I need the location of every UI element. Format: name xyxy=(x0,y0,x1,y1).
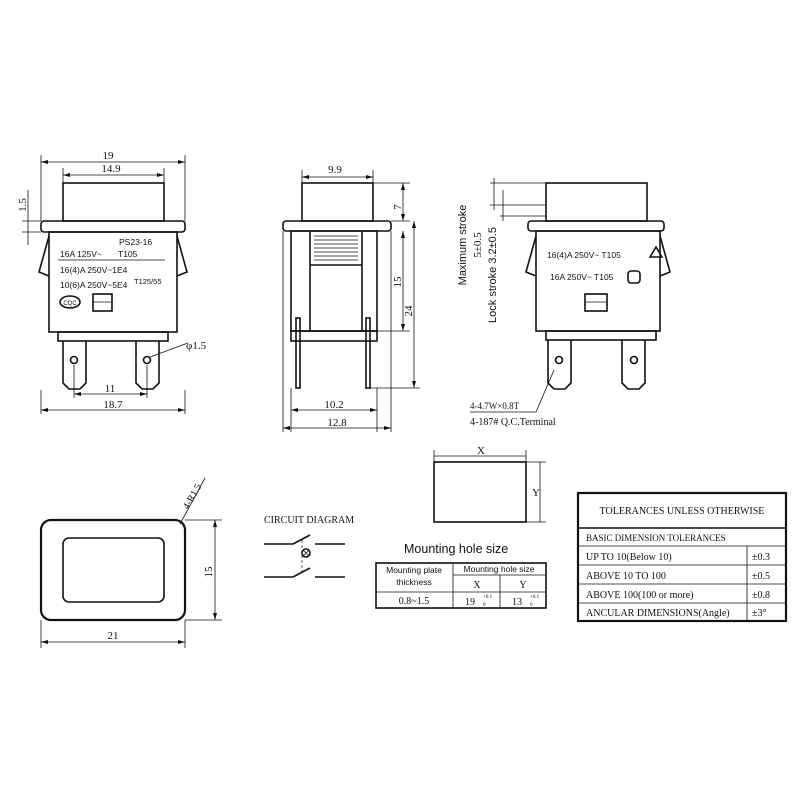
outline-view: 4-R1.5 15 21 xyxy=(39,477,222,648)
mounting-col-x: X xyxy=(473,580,481,591)
hole-y-label: Y xyxy=(532,487,540,499)
mounting-val-y: 13 xyxy=(512,597,522,608)
front-button-cap xyxy=(62,182,165,222)
cqc-logo-text: CQC xyxy=(63,301,77,307)
front-rating-1: 16A 125V~ xyxy=(60,249,102,259)
dim-front-11: 11 xyxy=(105,383,116,395)
side-button-cap xyxy=(301,182,374,222)
side-flange xyxy=(282,220,392,232)
side-pin-left xyxy=(295,317,301,389)
right-window xyxy=(584,293,608,312)
dim-side-10-2: 10.2 xyxy=(324,399,343,411)
tolerance-row-value: ±0.3 xyxy=(752,552,770,563)
dim-side-15: 15 xyxy=(392,276,404,288)
dim-outline-radius: 4-R1.5 xyxy=(181,482,204,511)
front-flange xyxy=(40,220,186,233)
mounting-val-plate: 0.8~1.5 xyxy=(399,596,429,607)
tolerance-row-value: ±3° xyxy=(752,608,767,619)
front-terminal-hole-right xyxy=(142,355,152,365)
front-rating-2: 16(4)A 250V~1E4 xyxy=(60,265,128,275)
hole-rect xyxy=(433,461,527,523)
dim-outline-15: 15 xyxy=(203,566,215,578)
mounting-val-x-tol2: 0 xyxy=(483,603,486,608)
front-window xyxy=(92,293,113,312)
mounting-val-y-tol2: 0 xyxy=(530,603,533,608)
front-view: CQC PS23-16 16A 125V~ T105 16(4)A 250V~1… xyxy=(17,150,207,414)
front-right-clip xyxy=(176,235,188,277)
circuit-lamp-icon xyxy=(301,548,311,558)
terminal-spec-2: 4-187# Q.C.Terminal xyxy=(470,417,556,428)
right-base xyxy=(545,330,657,341)
tolerance-title: TOLERANCES UNLESS OTHERWISE xyxy=(600,506,765,517)
side-base xyxy=(290,330,378,342)
tolerance-row-label: ABOVE 10 TO 100 xyxy=(586,571,666,582)
dim-front-hole: φ1.5 xyxy=(186,340,207,352)
tolerance-row-label: UP TO 10(Below 10) xyxy=(586,552,672,563)
side-view: 9.9 7 15 24 10.2 12.8 xyxy=(282,164,420,432)
mounting-val-y-tol: +0.1 xyxy=(530,595,540,600)
dim-side-12-8: 12.8 xyxy=(327,417,347,429)
max-stroke-label: Maximum stroke xyxy=(457,205,469,286)
mounting-col-plate-2: thickness xyxy=(396,577,431,587)
mounting-val-x: 19 xyxy=(465,597,475,608)
front-model-text: PS23-16 xyxy=(119,237,152,247)
max-stroke-value: 5±0.5 xyxy=(472,232,484,258)
mounting-col-hole: Mounting hole size xyxy=(464,564,535,574)
front-terminal-hole-left xyxy=(69,355,79,365)
tolerance-table: TOLERANCES UNLESS OTHERWISE BASIC DIMENS… xyxy=(576,491,788,623)
tolerance-row-value: ±0.5 xyxy=(752,571,770,582)
side-ribs xyxy=(314,235,358,261)
circuit-diagram: CIRCUIT DIAGRAM xyxy=(264,515,354,578)
right-left-clip xyxy=(525,235,537,277)
right-flange xyxy=(527,220,665,232)
mounting-table: Mounting hole size Mounting plate thickn… xyxy=(375,542,547,609)
outline-outer xyxy=(39,518,187,622)
dim-front-14-9: 14.9 xyxy=(101,163,121,175)
mounting-val-x-tol: +0.1 xyxy=(483,595,493,600)
dim-outline-21: 21 xyxy=(108,630,119,642)
dim-front-1-5: 1.5 xyxy=(17,198,29,212)
tolerance-subtitle: BASIC DIMENSION TOLERANCES xyxy=(586,533,726,543)
cqc-logo xyxy=(59,295,81,309)
dim-front-18-7: 18.7 xyxy=(103,399,123,411)
tolerance-row-label: ABOVE 100(100 or more) xyxy=(586,590,693,601)
hole-sketch: X Y xyxy=(433,445,546,523)
front-terminal-right xyxy=(135,341,160,390)
right-terminal-right xyxy=(621,340,646,390)
front-rating-1b: T105 xyxy=(118,249,138,259)
circuit-title: CIRCUIT DIAGRAM xyxy=(264,515,354,526)
terminal-spec-1: 4-4.7W×0.8T xyxy=(470,401,520,411)
kc-mark-icon xyxy=(627,270,641,284)
mounting-col-plate-1: Mounting plate xyxy=(386,565,442,575)
front-terminal-left xyxy=(62,341,87,390)
dim-front-19: 19 xyxy=(103,150,115,162)
dim-side-7: 7 xyxy=(392,204,404,210)
side-pin-right xyxy=(365,317,371,389)
outline-inner xyxy=(62,537,165,603)
right-view: 16(4)A 250V~ T105 16A 250V~ T105 Maximum… xyxy=(457,178,671,428)
dim-side-9-9: 9.9 xyxy=(328,164,342,176)
front-rating-t: T125/55 xyxy=(134,277,162,286)
right-terminal-left xyxy=(547,340,572,390)
dim-side-24: 24 xyxy=(403,305,415,317)
mounting-col-y: Y xyxy=(519,580,526,591)
front-base xyxy=(57,331,169,342)
front-rating-3: 10(6)A 250V~5E4 xyxy=(60,280,128,290)
right-rating-2: 16A 250V~ T105 xyxy=(550,272,614,282)
front-left-clip xyxy=(38,235,50,277)
right-button-cap xyxy=(545,182,648,222)
lock-stroke-label: Lock stroke 3.2±0.5 xyxy=(487,227,499,323)
side-housing xyxy=(290,230,378,332)
right-rating-1: 16(4)A 250V~ T105 xyxy=(547,250,621,260)
tolerance-row-value: ±0.8 xyxy=(752,590,770,601)
tolerance-row-label: ANCULAR DIMENSIONS(Angle) xyxy=(586,608,730,619)
hole-x-label: X xyxy=(477,445,485,457)
triangle-mark-icon xyxy=(648,245,664,258)
right-right-clip xyxy=(659,235,671,277)
mounting-title: Mounting hole size xyxy=(404,542,508,556)
